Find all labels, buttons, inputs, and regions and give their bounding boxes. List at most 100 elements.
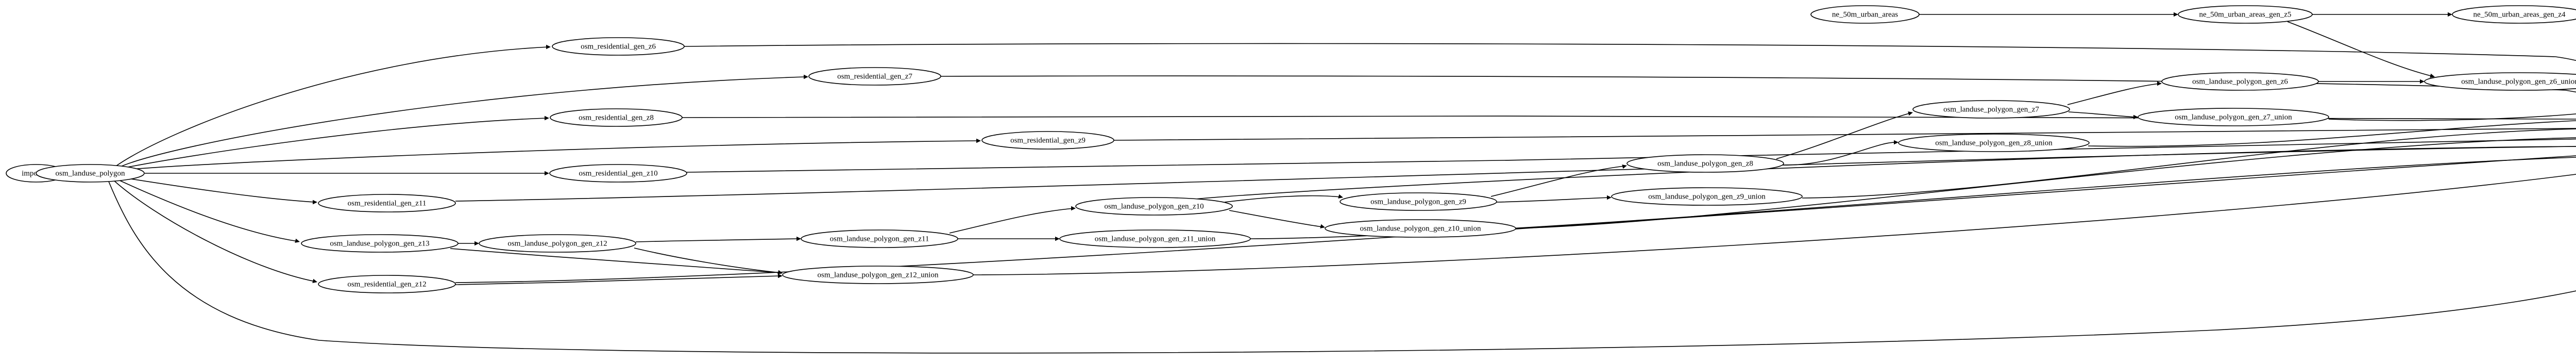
graph-edge	[1113, 128, 2576, 141]
graph-edge	[115, 44, 551, 167]
graph-edge	[119, 74, 808, 168]
graph-node-osm_landuse_polygon_gen_z11_union[interactable]: osm_landuse_polygon_gen_z11_union	[1059, 229, 1251, 248]
node-label: ne_50m_urban_areas_gen_z5	[2199, 10, 2291, 19]
graph-edge	[634, 248, 783, 274]
node-label: osm_landuse_polygon_gen_z7	[1943, 105, 2039, 113]
node-label: osm_residential_gen_z11	[348, 199, 427, 207]
graph-edge	[1496, 195, 1612, 203]
node-label: osm_landuse_polygon_gen_z11_union	[1095, 235, 1216, 243]
node-ellipse	[1898, 134, 2090, 152]
graph-node-osm_landuse_polygon_gen_z6[interactable]: osm_landuse_polygon_gen_z6	[2161, 72, 2319, 91]
graph-node-osm_landuse_polygon_gen_z9[interactable]: osm_landuse_polygon_gen_z9	[1340, 192, 1497, 211]
graph-edge	[684, 43, 2576, 61]
node-label: osm_residential_gen_z10	[579, 169, 657, 177]
graph-edge	[2068, 111, 2138, 120]
graph-node-osm_landuse_polygon_gen_z13[interactable]: osm_landuse_polygon_gen_z13	[301, 234, 459, 253]
node-ellipse	[552, 37, 685, 56]
graph-edge	[1229, 210, 1325, 228]
graph-node-osm_landuse_polygon_gen_z11[interactable]: osm_landuse_polygon_gen_z11	[801, 229, 958, 248]
graph-edge	[2067, 81, 2162, 105]
graph-edge	[1515, 137, 2576, 229]
graph-node-ne_50m_urban_areas_gen_z4[interactable]: ne_50m_urban_areas_gen_z4	[2452, 5, 2576, 24]
node-ellipse	[2424, 72, 2576, 91]
graph-edge	[635, 236, 801, 242]
graph-edge	[114, 180, 317, 283]
node-label: osm_landuse_polygon_gen_z9	[1370, 198, 1466, 206]
graph-edge	[126, 138, 981, 170]
node-ellipse	[1059, 229, 1251, 248]
graph-node-osm_landuse_polygon_gen_z9_union[interactable]: osm_landuse_polygon_gen_z9_union	[1611, 187, 1803, 206]
node-ellipse	[1075, 197, 1233, 216]
node-label: ne_50m_urban_areas_gen_z4	[2473, 10, 2566, 19]
node-label: osm_residential_gen_z9	[1010, 136, 1086, 144]
graph-edge	[108, 181, 2576, 354]
node-ellipse	[36, 164, 145, 183]
graph-edge	[458, 241, 479, 246]
node-ellipse	[318, 275, 456, 293]
node-ellipse	[1912, 100, 2070, 119]
graph-node-osm_residential_gen_z12[interactable]: osm_residential_gen_z12	[318, 275, 456, 293]
node-ellipse	[318, 194, 456, 212]
graph-edge	[1490, 164, 1627, 197]
graph-node-osm_landuse_polygon_gen_z6_union[interactable]: osm_landuse_polygon_gen_z6_union	[2424, 72, 2576, 91]
node-label: osm_residential_gen_z12	[347, 280, 426, 288]
node-label: osm_residential_gen_z6	[581, 42, 656, 51]
graph-node-ne_50m_urban_areas[interactable]: ne_50m_urban_areas	[1810, 5, 1920, 24]
node-ellipse	[550, 108, 683, 127]
graph-node-osm_landuse_polygon[interactable]: osm_landuse_polygon	[36, 164, 145, 183]
graph-node-osm_residential_gen_z8[interactable]: osm_residential_gen_z8	[550, 108, 683, 127]
graph-node-osm_landuse_polygon_gen_z7_union[interactable]: osm_landuse_polygon_gen_z7_union	[2138, 108, 2329, 126]
graph-edge	[1919, 12, 2178, 17]
graph-node-osm_landuse_polygon_gen_z7[interactable]: osm_landuse_polygon_gen_z7	[1912, 100, 2070, 119]
graph-edge	[1195, 146, 2576, 200]
graph-edge	[1783, 140, 1899, 166]
graph-node-osm_landuse_polygon_gen_z8_union[interactable]: osm_landuse_polygon_gen_z8_union	[1898, 134, 2090, 152]
graph-edge	[450, 248, 783, 274]
node-ellipse	[479, 234, 636, 253]
node-ellipse	[1626, 154, 1784, 173]
graph-edge	[2287, 21, 2435, 78]
node-ellipse	[2138, 108, 2329, 126]
graph-node-osm_residential_gen_z10[interactable]: osm_residential_gen_z10	[549, 164, 687, 183]
node-label: osm_landuse_polygon	[56, 169, 125, 177]
node-label: osm_landuse_polygon_gen_z10_union	[1360, 224, 1481, 233]
node-ellipse	[549, 164, 687, 183]
graph-node-osm_residential_gen_z11[interactable]: osm_residential_gen_z11	[318, 194, 456, 212]
node-ellipse	[2178, 5, 2313, 24]
graph-node-osm_landuse_polygon_gen_z8[interactable]: osm_landuse_polygon_gen_z8	[1626, 154, 1784, 173]
graph-node-osm_landuse_polygon_gen_z10_union[interactable]: osm_landuse_polygon_gen_z10_union	[1325, 219, 1516, 238]
node-label: osm_landuse_polygon_gen_z13	[330, 239, 429, 248]
graph-node-osm_residential_gen_z9[interactable]: osm_residential_gen_z9	[981, 131, 1114, 150]
graph-node-osm_landuse_polygon_gen_z10[interactable]: osm_landuse_polygon_gen_z10	[1075, 197, 1233, 216]
graph-edge	[122, 116, 549, 169]
graph-node-ne_50m_urban_areas_gen_z5[interactable]: ne_50m_urban_areas_gen_z5	[2178, 5, 2313, 24]
node-label: osm_landuse_polygon_gen_z11	[830, 235, 929, 243]
graph-node-osm_landuse_polygon_gen_z12_union[interactable]: osm_landuse_polygon_gen_z12_union	[782, 266, 974, 284]
node-label: osm_residential_gen_z7	[837, 72, 912, 80]
graph-node-osm_residential_gen_z6[interactable]: osm_residential_gen_z6	[552, 37, 685, 56]
node-label: osm_residential_gen_z8	[579, 113, 654, 122]
node-label: osm_landuse_polygon_gen_z6	[2192, 77, 2288, 86]
graph-node-osm_residential_gen_z7[interactable]: osm_residential_gen_z7	[808, 67, 941, 86]
node-ellipse	[1340, 192, 1497, 211]
node-ellipse	[808, 67, 941, 86]
node-ellipse	[1810, 5, 1920, 24]
graph-edge	[2312, 12, 2452, 17]
edge-layer	[66, 12, 2576, 354]
node-label: ne_50m_urban_areas	[1832, 10, 1898, 19]
graph-node-osm_landuse_polygon_gen_z12[interactable]: osm_landuse_polygon_gen_z12	[479, 234, 636, 253]
graph-edge	[1224, 194, 1343, 203]
graph-edge	[145, 171, 549, 176]
graph-edge	[973, 174, 2576, 275]
graph-edge	[949, 206, 1076, 234]
node-label: osm_landuse_polygon_gen_z9_union	[1648, 192, 1766, 201]
node-ellipse	[2452, 5, 2576, 24]
graph-edge	[2088, 120, 2576, 147]
node-label: osm_landuse_polygon_gen_z7_union	[2175, 113, 2292, 121]
graph-edge	[2318, 79, 2425, 84]
node-ellipse	[1325, 219, 1516, 238]
node-label: osm_landuse_polygon_gen_z8	[1657, 159, 1753, 168]
node-label: osm_landuse_polygon_gen_z10	[1104, 202, 1204, 210]
graph-edge	[958, 236, 1060, 241]
graph-edge	[118, 179, 300, 243]
